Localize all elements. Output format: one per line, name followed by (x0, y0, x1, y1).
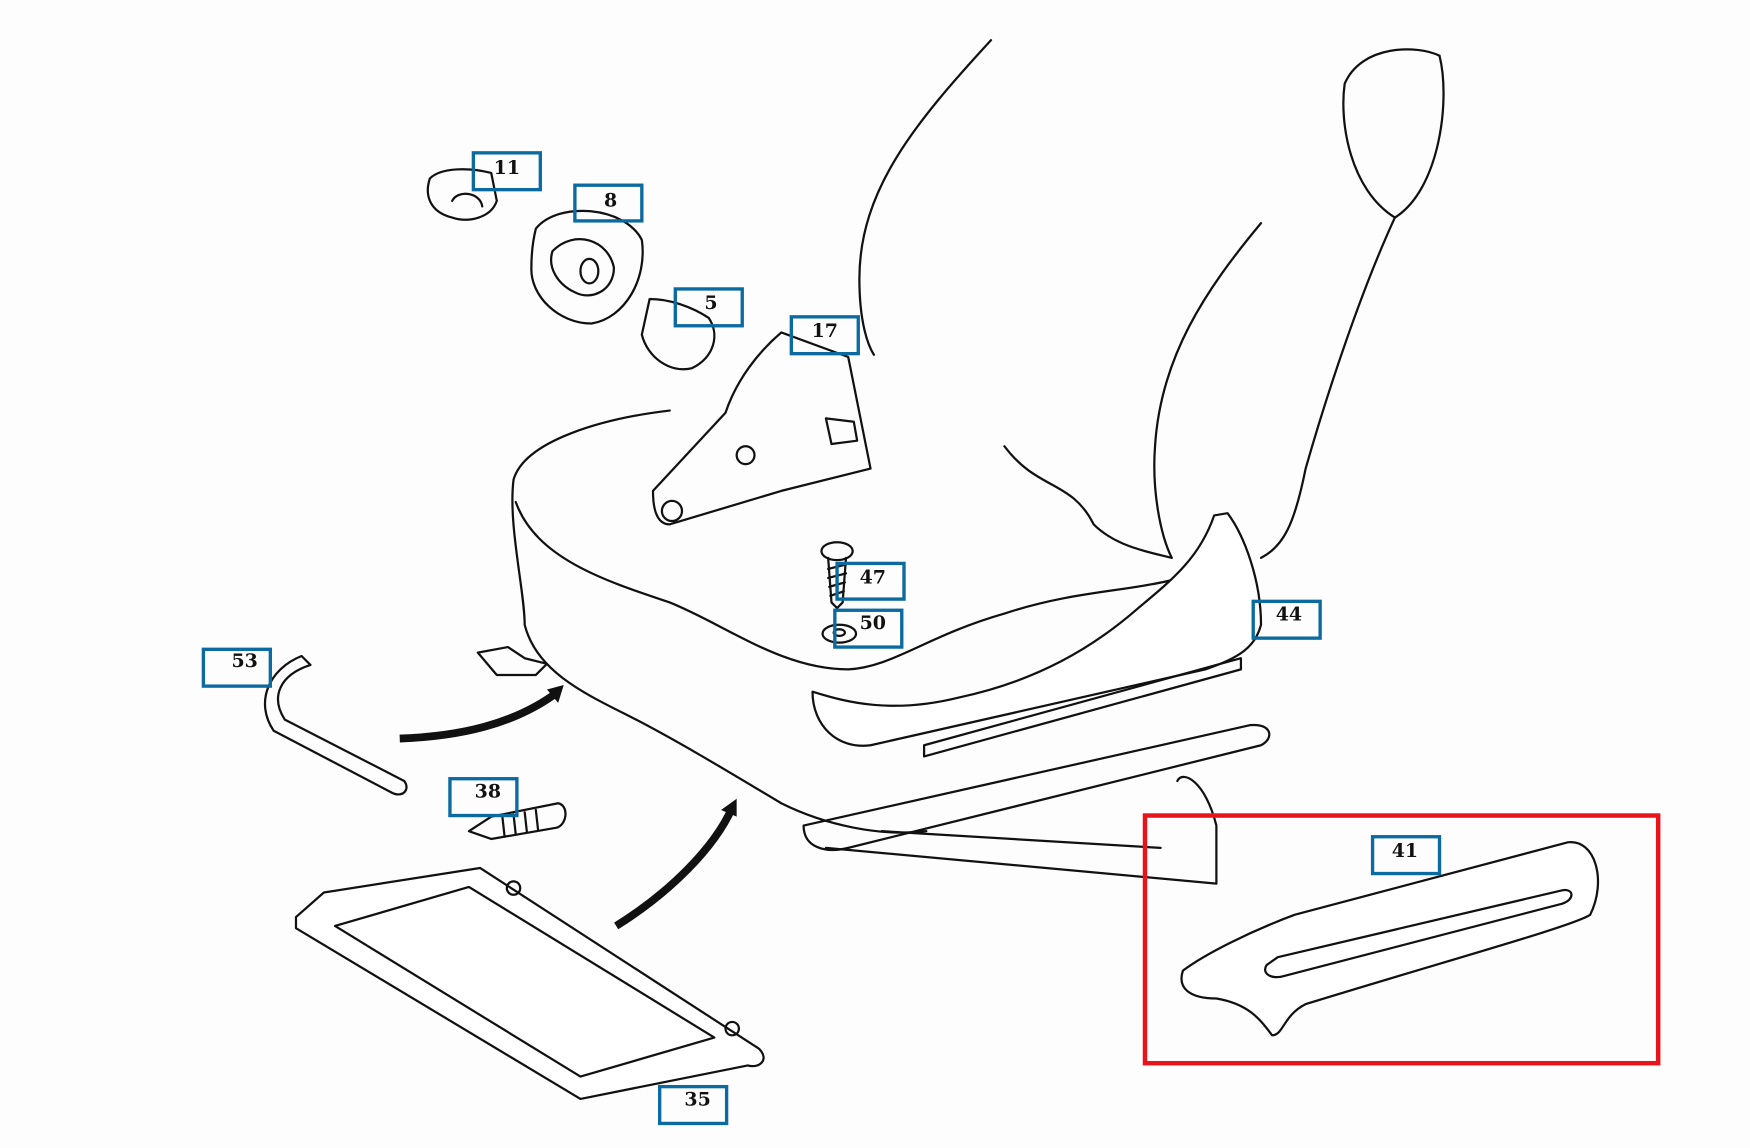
callout-17[interactable]: 17 (789, 315, 860, 356)
callout-38[interactable]: 38 (448, 777, 519, 818)
part-44-side-cover (811, 512, 1263, 758)
callout-35-text: 35 (684, 1089, 710, 1111)
cushion-clip (476, 645, 549, 677)
callout-44-text: 44 (1276, 603, 1302, 625)
part-11-clip (426, 168, 498, 221)
part-5-cap (640, 297, 716, 371)
part-17-hinge (651, 331, 872, 526)
callout-35[interactable]: 35 (658, 1084, 729, 1126)
callout-11[interactable]: 11 (471, 151, 542, 192)
callout-38-text: 38 (475, 781, 501, 803)
part-50-washer (821, 623, 858, 644)
callout-8[interactable]: 8 (573, 183, 644, 223)
part-41-trim-cover (1180, 841, 1599, 1037)
callout-53[interactable]: 53 (201, 647, 272, 688)
highlight-box-part-41 (1142, 813, 1661, 1066)
seat-cushion (511, 409, 1173, 834)
callout-53-text: 53 (231, 650, 257, 672)
callout-47-text: 47 (860, 566, 886, 588)
part-35-panel (294, 866, 765, 1101)
part-38-fastener (467, 802, 567, 841)
callout-50[interactable]: 50 (833, 608, 904, 649)
assembly-arrows (399, 685, 737, 930)
callout-44[interactable]: 44 (1251, 599, 1322, 640)
seat-back (858, 39, 1445, 559)
callout-8-text: 8 (604, 189, 617, 211)
callout-11-text: 11 (494, 157, 520, 179)
callout-5[interactable]: 5 (673, 287, 744, 328)
seat-rail (802, 724, 1271, 885)
callout-47[interactable]: 47 (835, 561, 906, 601)
callout-50-text: 50 (860, 612, 886, 634)
callout-41-text: 41 (1392, 840, 1418, 862)
callout-17-text: 17 (812, 320, 838, 342)
part-53-trim-strip (264, 654, 408, 796)
callout-5-text: 5 (704, 292, 717, 314)
callout-41[interactable]: 41 (1370, 835, 1442, 876)
part-8-knob (530, 209, 644, 325)
